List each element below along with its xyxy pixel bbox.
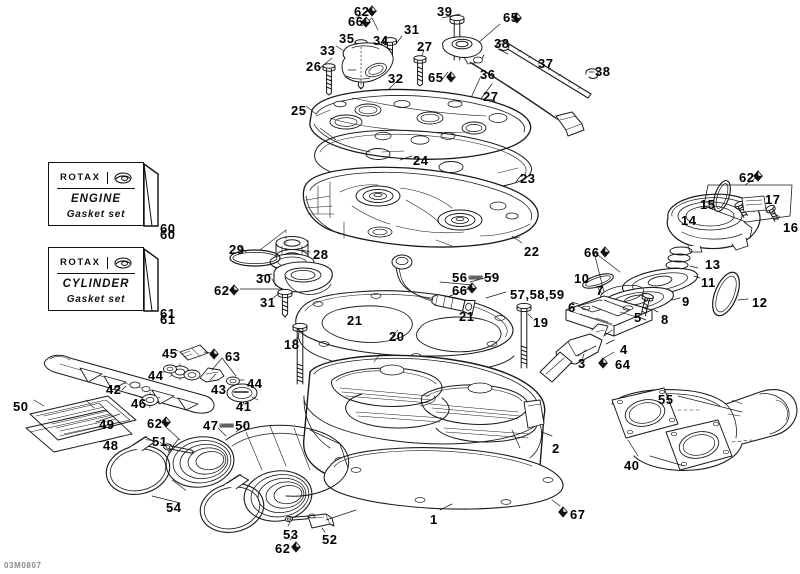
callout-65: 65 [428, 70, 444, 85]
callout-36: 36 [480, 67, 496, 82]
callout-14: 14 [681, 213, 697, 228]
callout-56-59: 56➖59 [452, 270, 500, 285]
callout-44: 44 [148, 368, 164, 383]
callout-66: 66 [452, 283, 468, 298]
callout-27: 27 [417, 39, 433, 54]
callout-40: 40 [624, 458, 640, 473]
callout-43: 43 [211, 382, 227, 397]
callout-67: 67 [570, 507, 586, 522]
callout-31: 31 [260, 295, 276, 310]
rotax-brand-bar: ROTAX [57, 170, 135, 189]
callout-48: 48 [103, 438, 119, 453]
gasket-set-title: CYLINDER [62, 278, 130, 290]
callout-53: 53 [283, 527, 299, 542]
rotax-logo-icon [114, 256, 132, 269]
callout-38: 38 [595, 64, 611, 79]
callout-28: 28 [313, 247, 329, 262]
rotax-brand-bar: ROTAX [57, 255, 135, 274]
callout-6: 6 [568, 300, 576, 315]
callout-1: 1 [430, 512, 438, 527]
callout-62: 62 [275, 541, 291, 556]
callout-13: 13 [705, 257, 721, 272]
callout-39: 39 [437, 4, 453, 19]
callout-34: 34 [373, 33, 389, 48]
rotax-logo-icon [114, 171, 132, 184]
callout-52: 52 [322, 532, 338, 547]
callout-55: 55 [658, 392, 674, 407]
callout-32: 32 [388, 71, 404, 86]
callout-10: 10 [574, 271, 590, 286]
callout-51: 51 [152, 434, 168, 449]
gasket-set-subtitle: Gasket set [66, 209, 126, 220]
callout-25: 25 [291, 103, 307, 118]
callout-65: 65 [503, 10, 519, 25]
callout-11: 11 [701, 275, 716, 290]
callout-45: 45 [162, 346, 178, 361]
callout-22: 22 [524, 244, 540, 259]
callout-2: 2 [552, 441, 560, 456]
engine-gasket-set-box: ROTAX ENGINE Gasket set [48, 162, 144, 226]
callout-9: 9 [682, 294, 690, 309]
callout-4: 4 [620, 342, 628, 357]
callout-62: 62 [214, 283, 230, 298]
callout-21: 21 [459, 309, 475, 324]
callout-63: 63 [225, 349, 241, 364]
callout-54: 54 [166, 500, 182, 515]
callout-15: 15 [700, 197, 716, 212]
callout-33: 33 [320, 43, 336, 58]
gasket-set-callout-60: 60 [160, 221, 176, 236]
callout-27: 27 [483, 89, 499, 104]
callout-31: 31 [404, 22, 420, 37]
callout-29: 29 [229, 242, 245, 257]
gasket-set-title: ENGINE [70, 193, 122, 205]
callout-35: 35 [339, 31, 355, 46]
callout-41: 41 [236, 399, 252, 414]
callout-62: 62 [147, 416, 163, 431]
callout-66: 66 [348, 14, 364, 29]
callout-17: 17 [765, 192, 781, 207]
gasket-set-callout-61: 61 [160, 306, 176, 321]
gasket-set-subtitle: Gasket set [66, 294, 126, 305]
cylinder-gasket-box-side [143, 247, 159, 312]
callout-3: 3 [578, 356, 586, 371]
callout-18: 18 [284, 337, 300, 352]
callout-24: 24 [413, 153, 429, 168]
callout-50: 50 [13, 399, 29, 414]
callout-47-50: 47➖50 [203, 418, 251, 433]
brand-name: ROTAX [59, 257, 101, 268]
callout-30: 30 [256, 271, 272, 286]
callout-38: 38 [494, 36, 510, 51]
callout-57,58,59: 57,58,59 [510, 287, 565, 302]
callout-26: 26 [306, 59, 322, 74]
callout-8: 8 [661, 312, 669, 327]
callout-21: 21 [347, 313, 363, 328]
callout-60: 60 [160, 227, 176, 242]
callout-16: 16 [783, 220, 799, 235]
callout-5: 5 [634, 310, 642, 325]
callout-64: 64 [615, 357, 631, 372]
callout-49: 49 [99, 417, 115, 432]
callout-7: 7 [596, 283, 604, 298]
brand-separator [106, 256, 109, 269]
callout-62: 62 [354, 4, 370, 19]
callout-46: 46 [131, 396, 147, 411]
diagram-watermark: 03M0807 [4, 561, 42, 570]
callout-19: 19 [533, 315, 549, 330]
callout-62: 62 [739, 170, 755, 185]
callout-42: 42 [106, 382, 122, 397]
callout-23: 23 [520, 171, 536, 186]
callout-66: 66 [584, 245, 600, 260]
cylinder-gasket-set-box: ROTAX CYLINDER Gasket set [48, 247, 144, 311]
callout-20: 20 [389, 329, 405, 344]
brand-name: ROTAX [59, 172, 101, 183]
engine-gasket-box-side [143, 162, 159, 227]
callout-44: 44 [247, 376, 263, 391]
brand-separator [106, 171, 109, 184]
callout-61: 61 [160, 312, 176, 327]
callout-37: 37 [538, 56, 554, 71]
callout-12: 12 [752, 295, 768, 310]
